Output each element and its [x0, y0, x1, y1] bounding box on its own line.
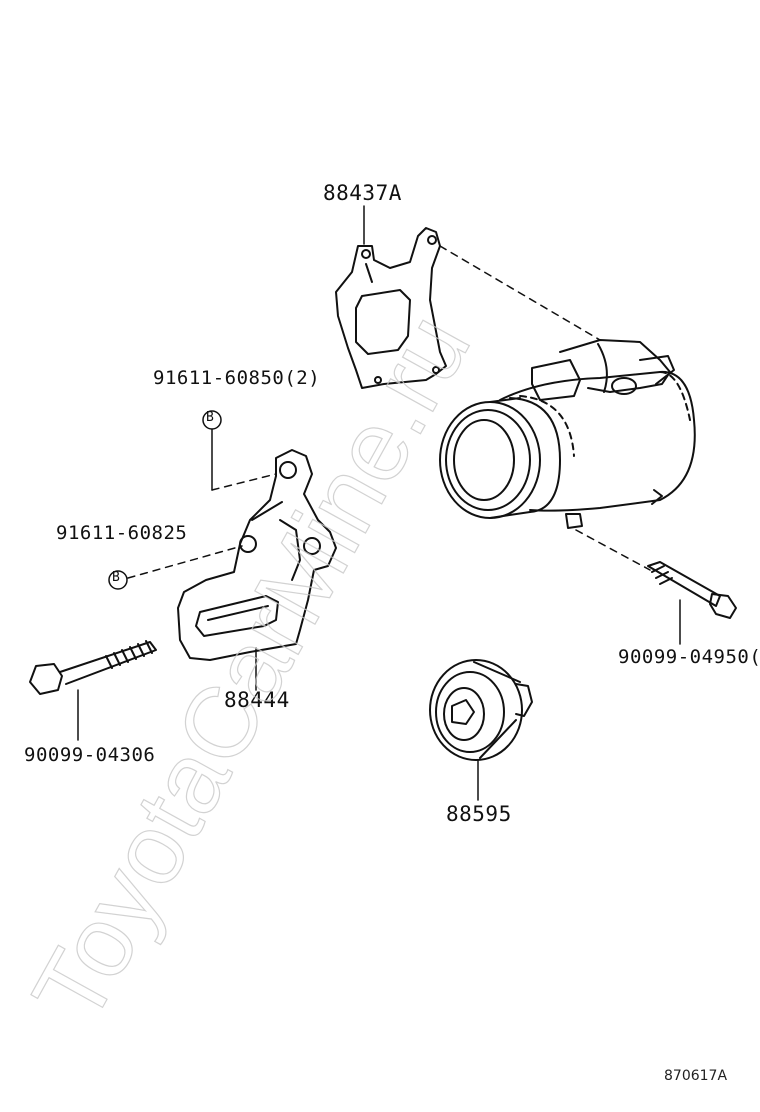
compressor-bolt-drawing — [647, 561, 737, 619]
b-marker-2: B — [112, 570, 121, 585]
label-91611-60825[interactable]: 91611-60825 — [56, 522, 188, 544]
label-91611-60850[interactable]: 91611-60850(2) — [153, 367, 321, 389]
label-88595[interactable]: 88595 — [446, 802, 512, 826]
label-88437a[interactable]: 88437A — [323, 181, 402, 205]
pulley-drawing — [429, 659, 533, 761]
compressor-drawing — [439, 339, 696, 529]
b-markers — [108, 410, 222, 590]
b-marker-1: B — [206, 410, 215, 425]
long-bolt-drawing — [29, 640, 157, 695]
label-90099-04306[interactable]: 90099-04306 — [24, 744, 156, 766]
bracket-88444-drawing — [177, 449, 337, 661]
label-88444[interactable]: 88444 — [224, 688, 290, 712]
bracket-88437a-drawing — [335, 227, 447, 389]
figure-id: 870617A — [664, 1068, 728, 1084]
label-90099-04950[interactable]: 90099-04950( — [618, 646, 760, 668]
